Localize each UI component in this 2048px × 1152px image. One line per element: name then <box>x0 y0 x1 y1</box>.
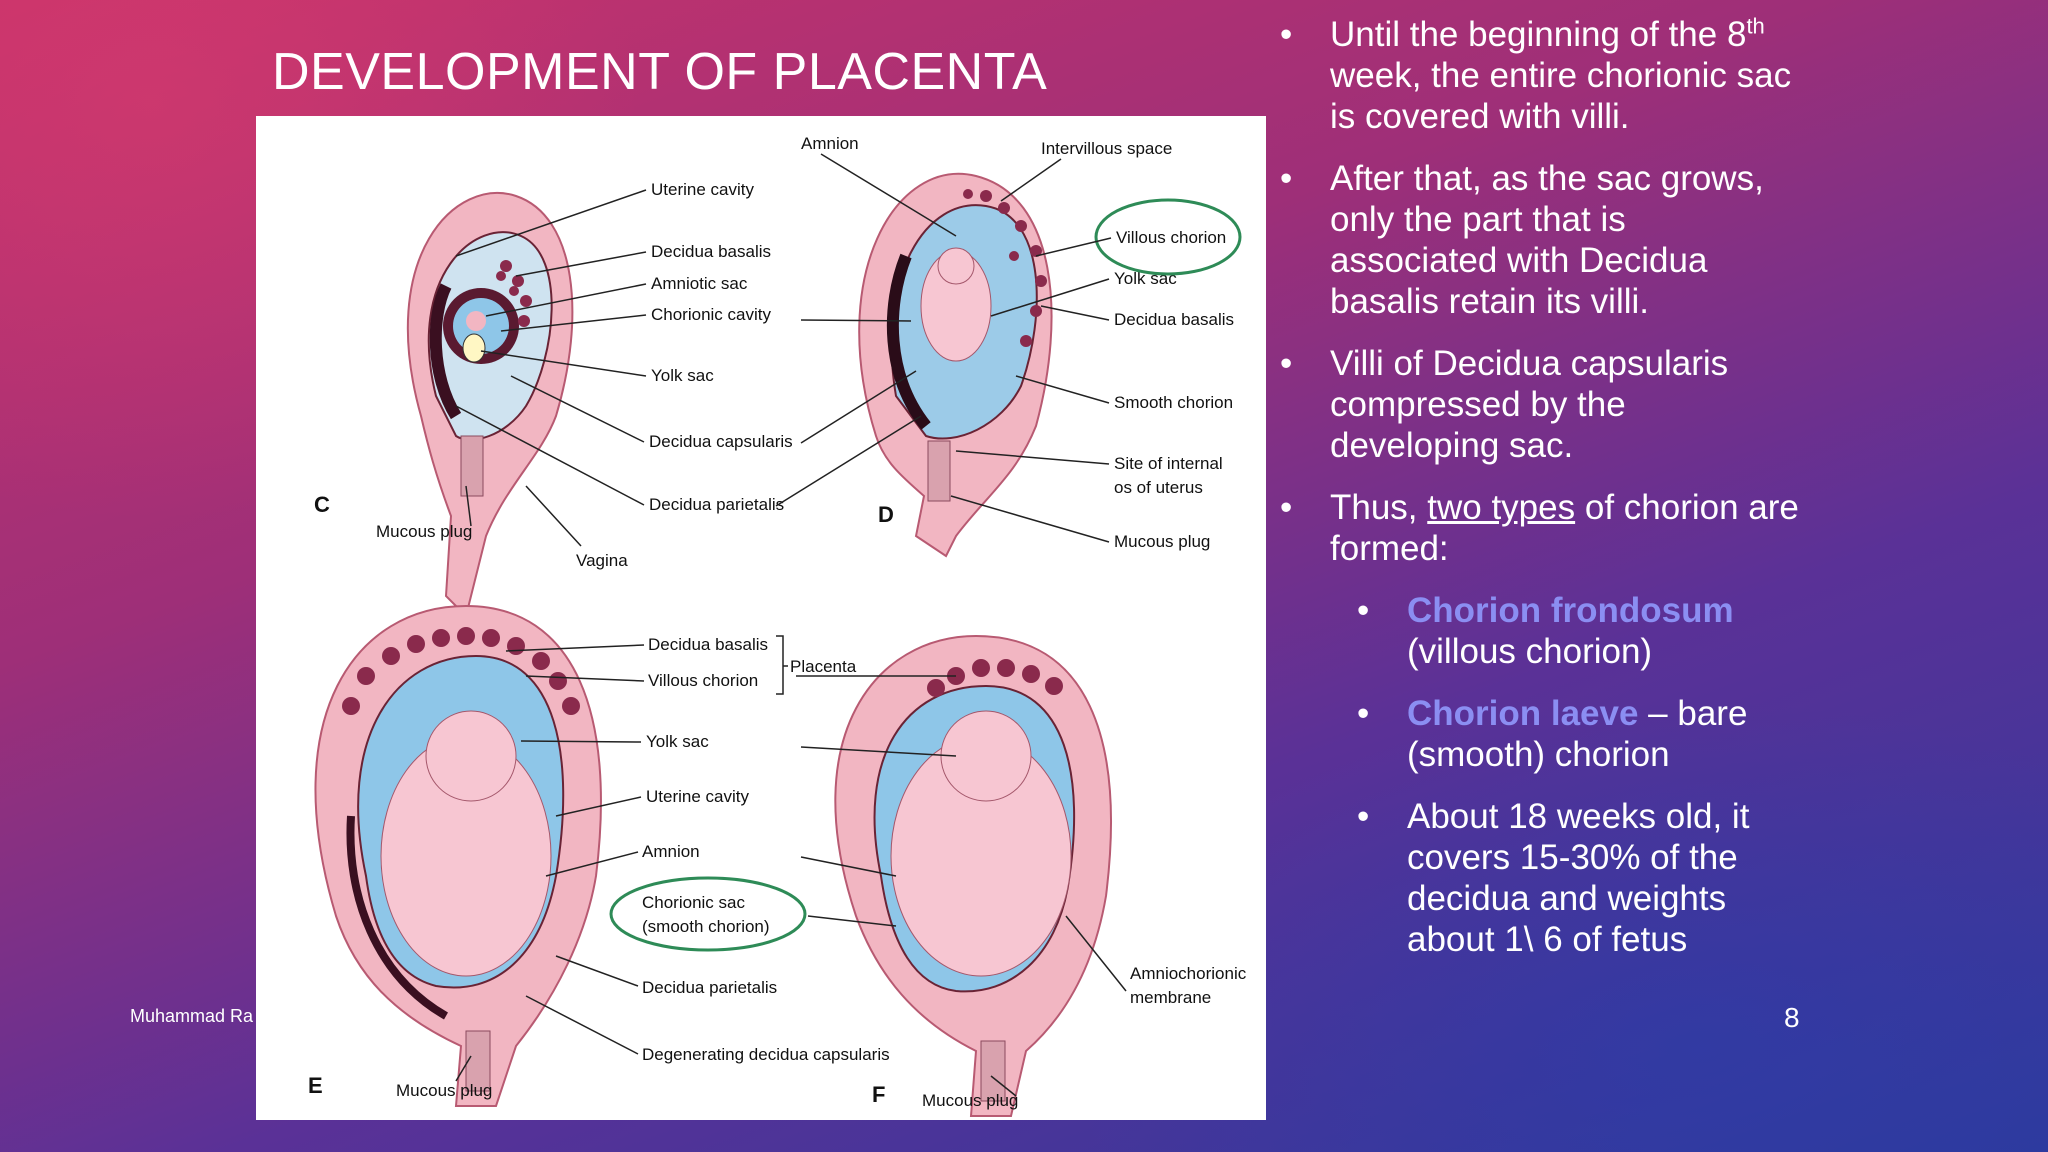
sub-bullet-1: Chorion frondosum (villous chorion) <box>1357 590 1800 672</box>
bullet-3-text: Villi of Decidua capsularis compressed b… <box>1330 344 1729 465</box>
e-label-decidua-parietalis: Decidua parietalis <box>642 978 777 997</box>
sub-bullet-2-text: – bare (smooth) chorion <box>1407 694 1748 774</box>
panel-c-letter: C <box>314 492 330 517</box>
panel-f-uterus <box>834 634 1112 1117</box>
bullet-4-underlined: two types <box>1427 488 1576 527</box>
sub-bullet-1-text: (villous chorion) <box>1407 632 1653 671</box>
d-label-intervillous-space: Intervillous space <box>1041 139 1172 158</box>
bullet-2-text: After that, as the sac grows, only the p… <box>1330 159 1764 321</box>
placenta-diagram-svg: C Uterine cavity Decidua basalis Amnioti… <box>308 134 1247 1117</box>
e-label-mucous-plug: Mucous plug <box>396 1081 492 1100</box>
bullet-1-text-b: week, the entire chorionic sac is covere… <box>1330 56 1792 136</box>
panel-f-letter: F <box>872 1082 885 1107</box>
panel-c-uterus <box>406 191 574 618</box>
c-label-decidua-parietalis: Decidua parietalis <box>649 495 784 514</box>
bullet-1-num: 8 <box>1726 15 1747 54</box>
e-label-yolk-sac: Yolk sac <box>646 732 709 751</box>
c-label-vagina: Vagina <box>576 551 628 570</box>
c-label-yolk-sac: Yolk sac <box>651 366 714 385</box>
bullet-2: After that, as the sac grows, only the p… <box>1280 158 1800 322</box>
bullet-1-text-a: Until the beginning of the <box>1330 15 1718 54</box>
c-label-decidua-basalis: Decidua basalis <box>651 242 771 261</box>
d-label-decidua-basalis: Decidua basalis <box>1114 310 1234 329</box>
bullet-1: Until the beginning of the 8th week, the… <box>1280 14 1800 137</box>
f-label-amniochorionic-2: membrane <box>1130 988 1211 1007</box>
d-label-villous-chorion: Villous chorion <box>1116 228 1226 247</box>
e-label-degenerating: Degenerating decidua capsularis <box>642 1045 890 1064</box>
f-label-amniochorionic-1: Amniochorionic <box>1130 964 1247 983</box>
e-label-placenta: Placenta <box>790 657 857 676</box>
bullet-1-sup: th <box>1746 13 1765 39</box>
placenta-diagram: C Uterine cavity Decidua basalis Amnioti… <box>256 116 1266 1120</box>
bullet-list: Until the beginning of the 8th week, the… <box>1280 14 1800 981</box>
slide-title: DEVELOPMENT OF PLACENTA <box>272 43 1048 101</box>
page-number: 8 <box>1784 1002 1800 1033</box>
c-label-mucous-plug: Mucous plug <box>376 522 472 541</box>
panel-d-letter: D <box>878 502 894 527</box>
bullet-3: Villi of Decidua capsularis compressed b… <box>1280 343 1800 466</box>
c-label-decidua-capsularis: Decidua capsularis <box>649 432 793 451</box>
bullet-4: Thus, two types of chorion are formed: <box>1280 487 1800 569</box>
bullet-4-text-a: Thus, <box>1330 488 1428 527</box>
c-label-amniotic-sac: Amniotic sac <box>651 274 748 293</box>
bullet-4-text-b: of chorion are formed: <box>1330 488 1799 568</box>
sub-bullet-3-text: About 18 weeks old, it covers 15-30% of … <box>1407 797 1750 959</box>
c-label-chorionic-cavity: Chorionic cavity <box>651 305 771 324</box>
e-placenta-bracket <box>776 635 788 695</box>
sub-bullet-3: About 18 weeks old, it covers 15-30% of … <box>1357 796 1800 960</box>
footer-author: Muhammad Ra <box>130 1006 254 1026</box>
d-label-site-internal-os-2: os of uterus <box>1114 478 1203 497</box>
c-label-uterine-cavity: Uterine cavity <box>651 180 754 199</box>
sub-bullet-2-highlight: Chorion laeve <box>1407 694 1639 733</box>
sub-bullet-1-highlight: Chorion frondosum <box>1407 591 1734 630</box>
sub-bullet-2: Chorion laeve – bare (smooth) chorion <box>1357 693 1800 775</box>
d-label-smooth-chorion: Smooth chorion <box>1114 393 1233 412</box>
e-label-amnion: Amnion <box>642 842 700 861</box>
d-villous-chorion-highlight <box>1094 198 1242 276</box>
e-label-chorionic-sac-2: (smooth chorion) <box>642 917 770 936</box>
e-chorionic-sac-highlight <box>609 876 807 952</box>
f-label-mucous-plug: Mucous plug <box>922 1091 1018 1110</box>
d-label-mucous-plug: Mucous plug <box>1114 532 1210 551</box>
d-label-amnion: Amnion <box>801 134 859 153</box>
e-label-villous-chorion: Villous chorion <box>648 671 758 690</box>
panel-e-letter: E <box>308 1073 323 1098</box>
panel-d-uterus <box>858 173 1053 558</box>
e-label-uterine-cavity: Uterine cavity <box>646 787 749 806</box>
d-label-site-internal-os-1: Site of internal <box>1114 454 1223 473</box>
e-label-chorionic-sac-1: Chorionic sac <box>642 893 745 912</box>
e-label-decidua-basalis: Decidua basalis <box>648 635 768 654</box>
panel-e-uterus <box>314 604 602 1107</box>
